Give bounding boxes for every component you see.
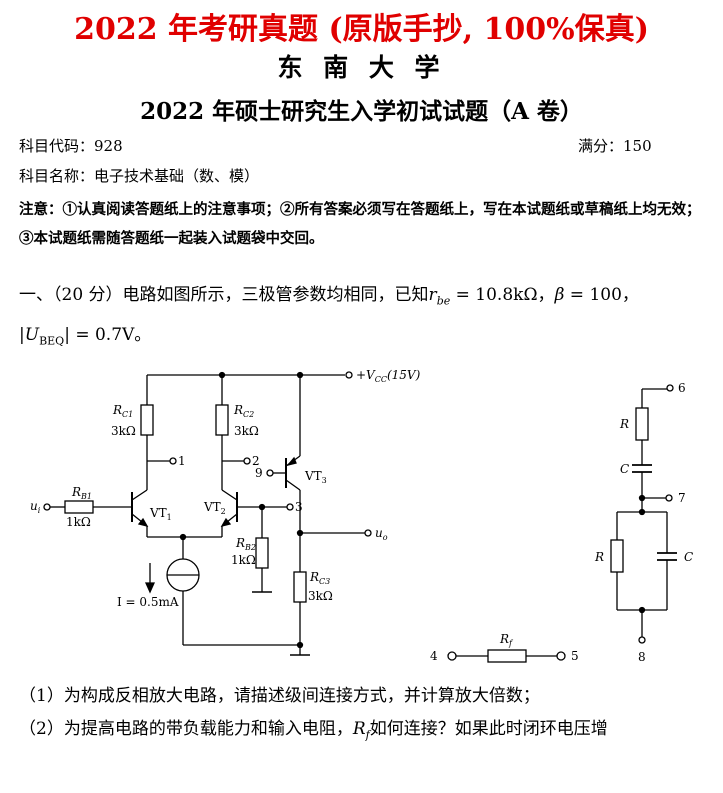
node-6-terminal (666, 384, 674, 392)
exam-title: 2022 年硕士研究生入学初试试题（A 卷） (140, 98, 583, 125)
rb2-value: 1kΩ (231, 553, 256, 567)
vt2-label: VT2 (203, 500, 226, 516)
vcc-label: +VCC(15V) (356, 368, 421, 384)
rc1-value: 3kΩ (111, 424, 136, 438)
uo-label: uo (375, 526, 388, 542)
resistor-rb1 (64, 500, 94, 514)
rc2-label: RC2 (233, 403, 254, 419)
junction-dot (296, 641, 304, 649)
resistor-r-top (635, 407, 649, 441)
current-arrowhead-icon (144, 582, 156, 594)
resistor-rc3 (293, 571, 307, 603)
rc3-value: 3kΩ (308, 589, 333, 603)
ube-subscript: BEQ (39, 334, 65, 348)
node-6-label: 6 (678, 381, 686, 395)
full-score: 满分：150 (578, 137, 652, 155)
rbe-value: = 10.8kΩ， (450, 285, 555, 305)
net-c-right-label: C (684, 550, 693, 564)
resistor-rf (487, 649, 527, 663)
ui-terminal (43, 503, 51, 511)
rbe-symbol: r (428, 285, 437, 305)
current-label: I = 0.5mA (117, 595, 179, 609)
node-9-terminal (266, 469, 274, 477)
rf-symbol: R (352, 719, 366, 739)
junction-dot (638, 508, 646, 516)
node-5-label: 5 (571, 649, 579, 663)
ui-label: ui (30, 499, 41, 515)
ube-line: |UBEQ| = 0.7V。 (19, 320, 151, 347)
vt3-label: VT3 (304, 469, 327, 485)
subject-code: 科目代码：928 (19, 137, 123, 155)
node-1-terminal (169, 457, 177, 465)
subject-name: 科目名称：电子技术基础（数、模） (19, 167, 260, 185)
resistor-r-left (610, 539, 624, 573)
net-r-left-label: R (594, 550, 604, 564)
node-1-label: 1 (178, 454, 186, 468)
rb1-label: RB1 (71, 485, 92, 501)
beta-symbol: β (554, 285, 565, 305)
vt1-arrow-icon (137, 517, 149, 528)
uo-terminal (364, 529, 372, 537)
rf-label: Rf (499, 632, 514, 648)
question-intro: 一、（20 分）电路如图所示，三极管参数均相同，已知rbe = 10.8kΩ，β… (19, 280, 639, 307)
beta-value: = 100， (564, 285, 639, 305)
rc3-label: RC3 (309, 570, 330, 586)
node-8-label: 8 (638, 650, 646, 664)
resistor-rc2 (215, 404, 229, 436)
rc2-value: 3kΩ (234, 424, 259, 438)
sub-question-1: （1）为构成反相放大电路，请描述级间连接方式，并计算放大倍数； (19, 686, 540, 706)
node-9-label: 9 (255, 466, 263, 480)
node-2-label: 2 (252, 454, 260, 468)
node-8-terminal (638, 636, 646, 644)
vt3-collector (285, 479, 301, 491)
node-4-terminal (447, 651, 457, 661)
vcc-terminal (345, 371, 353, 379)
node-7-label: 7 (678, 491, 686, 505)
ube-symbol: |U (19, 325, 40, 345)
rb2-label: RB2 (235, 536, 256, 552)
vt2-collector (221, 489, 238, 501)
vt3-arrow-icon (286, 456, 297, 467)
vt1-label: VT1 (149, 506, 172, 522)
node-3-label: 3 (295, 500, 303, 514)
rbe-subscript: be (436, 294, 451, 308)
node-2-terminal (243, 457, 251, 465)
resistor-rc1 (140, 404, 154, 436)
sub-question-2-part-a: （2）为提高电路的带负载能力和输入电阻， (19, 719, 353, 739)
sub-question-2-part-b: 如何连接？如果此时闭环电压增 (369, 719, 608, 739)
node-4-label: 4 (430, 649, 438, 663)
vt2-arrow-icon (220, 517, 232, 528)
resistor-rb2 (255, 537, 269, 569)
rf-subscript: f (365, 728, 370, 742)
banner-title: 2022 年考研真题 (原版手抄, 100%保真) (74, 12, 649, 47)
notice-text: 注意：①认真阅读答题纸上的注意事项；②所有答案必须写在答题纸上，写在本试题纸或草… (19, 201, 701, 247)
rb1-value: 1kΩ (66, 515, 91, 529)
sub-question-2: （2）为提高电路的带负载能力和输入电阻，Rf如何连接？如果此时闭环电压增 (19, 714, 608, 741)
junction-dot (638, 606, 646, 614)
question-text: 一、（20 分）电路如图所示，三极管参数均相同，已知 (19, 285, 429, 305)
vt1-collector (131, 489, 148, 501)
circuit-diagram: +VCC(15V) RC1 3kΩ RC2 3kΩ 1 2 9 3 VT1 VT… (30, 368, 693, 664)
node-7-terminal (665, 494, 673, 502)
node-3-terminal (286, 503, 294, 511)
rc1-label: RC1 (112, 403, 133, 419)
school-name: 东 南 大 学 (277, 53, 446, 82)
net-r-top-label: R (619, 417, 629, 431)
net-c-top-label: C (620, 462, 629, 476)
ube-value: | = 0.7V。 (64, 325, 152, 345)
node-5-terminal (556, 651, 566, 661)
